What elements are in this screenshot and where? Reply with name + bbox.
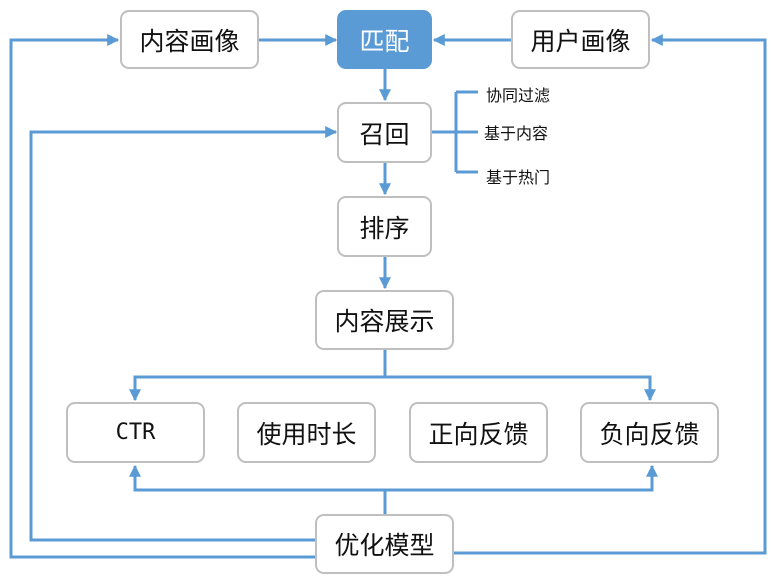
arrow-display-to-ctr — [129, 350, 387, 402]
arrow-optimize-to-negative — [385, 464, 658, 492]
loop-optimize-to-content-profile — [9, 34, 317, 559]
node-content-profile: 内容画像 — [120, 10, 259, 69]
node-match: 匹配 — [337, 10, 432, 69]
node-negative-feedback: 负向反馈 — [580, 402, 719, 463]
recall-method-collaborative-filtering: 协同过滤 — [486, 86, 551, 105]
recall-methods-bracket — [432, 90, 478, 174]
arrow-display-to-negative — [385, 375, 656, 402]
loop-optimize-to-user-profile — [453, 34, 767, 555]
node-optimize-model: 优化模型 — [315, 514, 454, 574]
arrow-optimize-to-ctr — [129, 464, 387, 514]
node-user-profile: 用户画像 — [511, 10, 650, 69]
node-usage-duration: 使用时长 — [237, 402, 376, 463]
node-display: 内容展示 — [315, 290, 454, 350]
recall-method-content-based: 基于内容 — [484, 124, 549, 143]
node-rank: 排序 — [337, 196, 432, 257]
node-ctr: CTR — [66, 402, 205, 463]
recall-method-popularity-based: 基于热门 — [486, 168, 551, 187]
loop-optimize-to-recall — [29, 126, 338, 542]
node-recall: 召回 — [337, 102, 432, 163]
node-positive-feedback: 正向反馈 — [409, 402, 548, 463]
